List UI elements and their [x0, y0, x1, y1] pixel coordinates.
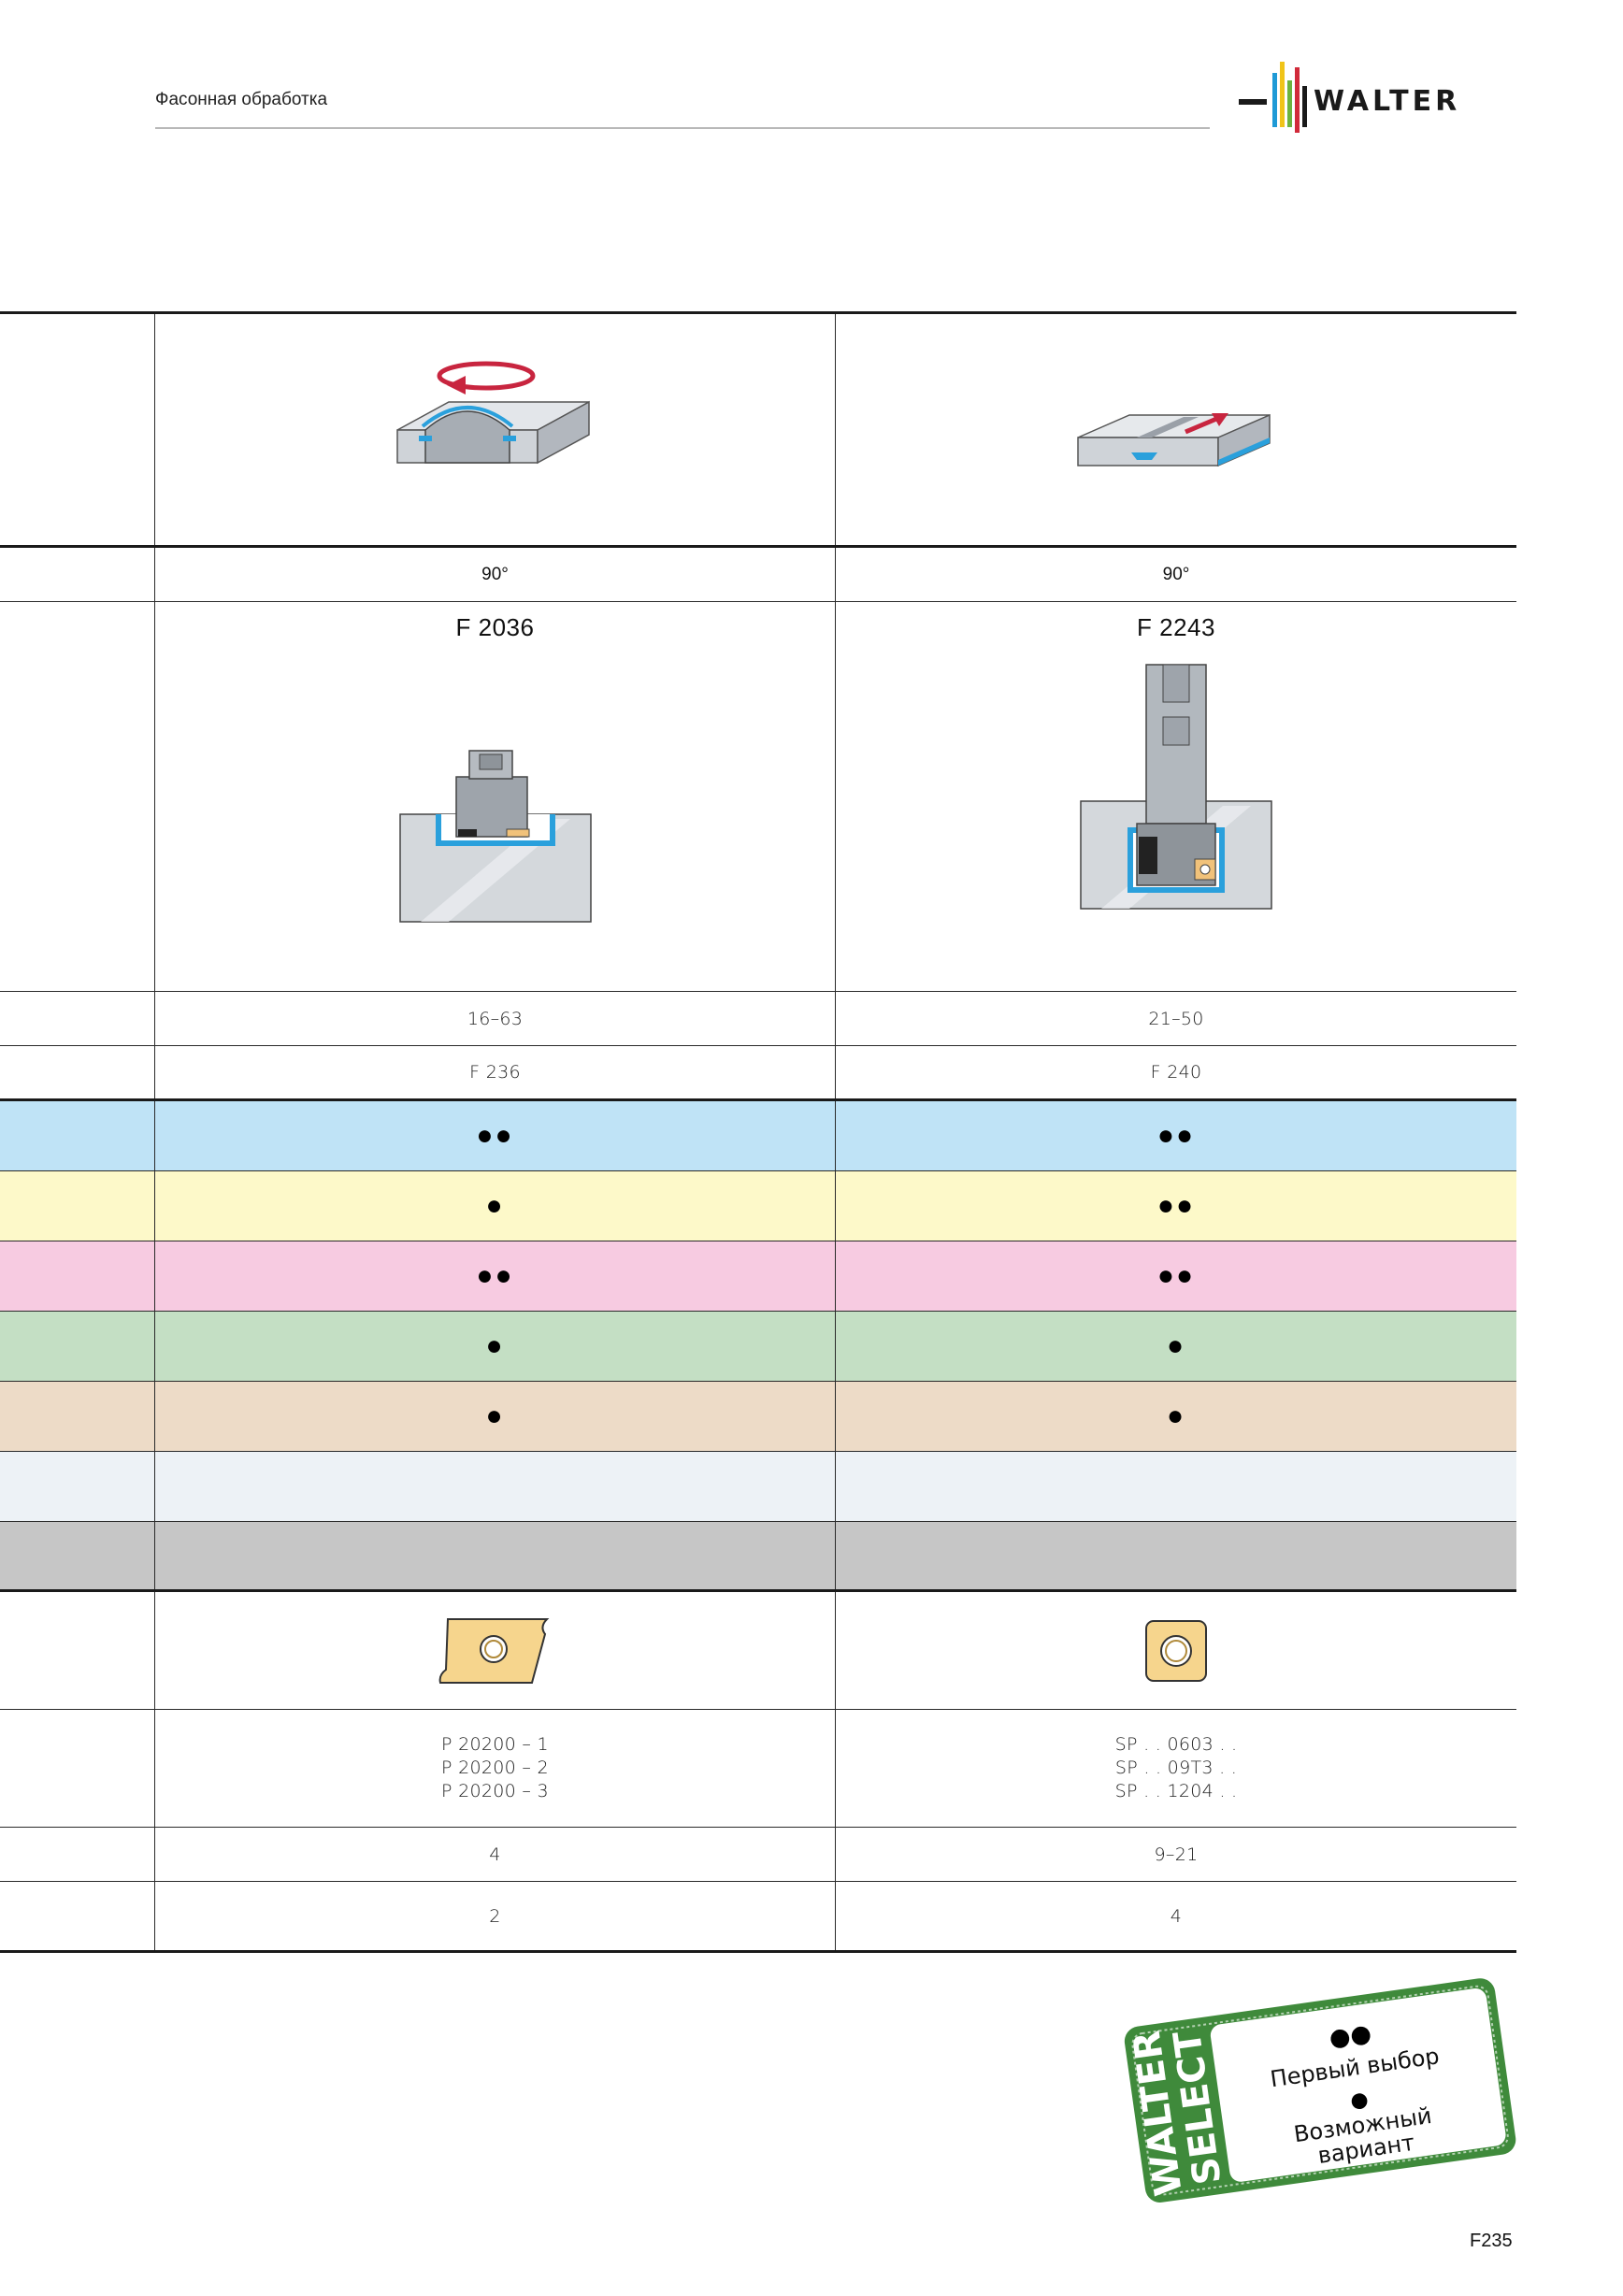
- walter-logo: WALTER: [1239, 62, 1460, 133]
- suitability-rating: ●: [155, 1171, 836, 1241]
- page-number: F235: [1470, 2231, 1513, 2251]
- value-cell: 4: [155, 1828, 836, 1881]
- row-label-cell: [0, 602, 155, 991]
- insert-p20200-icon: [438, 1617, 549, 1684]
- operation-illustration-1: [155, 314, 836, 545]
- row-label-cell: [0, 1101, 155, 1170]
- value-row-b: 2 4: [0, 1882, 1516, 1953]
- material-row-o: [0, 1522, 1516, 1592]
- suitability-rating: ●●: [1156, 1120, 1196, 1151]
- row-label-cell: [0, 1171, 155, 1241]
- row-label-cell: [0, 1710, 155, 1827]
- catalog-page-link[interactable]: F 240: [1150, 1062, 1202, 1083]
- material-row-p: ●● ●●: [0, 1101, 1516, 1171]
- suitability-rating: ●●: [155, 1101, 836, 1170]
- possible-symbol: ●: [1349, 2088, 1370, 2113]
- material-row-s: ● ●: [0, 1382, 1516, 1452]
- material-row-n: ● ●: [0, 1312, 1516, 1382]
- insert-shape-cell: [836, 1592, 1516, 1709]
- row-label-cell: [0, 992, 155, 1045]
- catalog-page-row: F 236 F 240: [0, 1046, 1516, 1101]
- diameter-row: 16–63 21–50: [0, 992, 1516, 1046]
- suitability-rating: [836, 1452, 1516, 1521]
- insert-shape-row: [0, 1592, 1516, 1710]
- row-label-cell: [0, 1241, 155, 1311]
- operation-row: [0, 314, 1516, 548]
- insert-shape-cell: [155, 1592, 836, 1709]
- insert-sp-square-icon: [1145, 1619, 1207, 1682]
- suitability-rating: ●: [155, 1382, 836, 1451]
- catalog-page-link[interactable]: F 236: [155, 1046, 836, 1098]
- diameter-range: 16–63: [155, 992, 836, 1045]
- angle-value: 90°: [1162, 564, 1190, 584]
- tool-model-name: F 2243: [1137, 613, 1215, 641]
- row-label-cell: [0, 1882, 155, 1950]
- suitability-rating: ●: [155, 1312, 836, 1381]
- tool-f2036-illustration: [398, 750, 592, 923]
- tslot-groove-illustration: [1077, 412, 1271, 466]
- suitability-rating: ●●: [155, 1241, 836, 1311]
- suitability-rating: ●: [1166, 1330, 1186, 1361]
- first-choice-symbol: ●●: [1328, 2019, 1373, 2053]
- operation-illustration-2: [836, 314, 1516, 545]
- tool-model-row: F 2036 F 2243: [0, 602, 1516, 992]
- header-divider: [155, 127, 1210, 129]
- suitability-rating: ●●: [1156, 1260, 1196, 1291]
- insert-designation-row: P 20200 – 1 P 20200 – 2 P 20200 – 3 SP .…: [0, 1710, 1516, 1828]
- row-label-cell: [0, 314, 155, 545]
- walter-select-legend: WALTER SELECT ●● Первый выбор ● Возможны…: [1124, 1978, 1516, 2203]
- tool-card: F 2036: [155, 602, 836, 991]
- suitability-rating: [836, 1522, 1516, 1589]
- tool-card: F 2243: [836, 602, 1516, 991]
- angle-row: 90° 90°: [0, 548, 1516, 602]
- insert-designation: SP . . 0603 . . SP . . 09T3 . . SP . . 1…: [1114, 1734, 1238, 1801]
- diameter-range: 21–50: [1148, 1008, 1204, 1029]
- suitability-rating: ●●: [1156, 1190, 1196, 1221]
- material-row-h: [0, 1452, 1516, 1522]
- row-label-cell: [0, 1452, 155, 1521]
- row-label-cell: [0, 1046, 155, 1098]
- angle-value: 90°: [155, 548, 836, 601]
- tool-f2243-illustration: [1080, 664, 1272, 910]
- suitability-rating: [155, 1522, 836, 1589]
- tool-model-name: F 2036: [455, 613, 535, 641]
- row-label-cell: [0, 1828, 155, 1881]
- material-row-m: ● ●●: [0, 1171, 1516, 1241]
- row-label-cell: [0, 548, 155, 601]
- value-cell: 9–21: [1154, 1844, 1199, 1865]
- table-top-rule: [0, 311, 1516, 314]
- value-cell: 4: [1170, 1905, 1183, 1927]
- value-cell: 2: [155, 1882, 836, 1950]
- material-row-k: ●● ●●: [0, 1241, 1516, 1312]
- row-label-cell: [0, 1312, 155, 1381]
- insert-designation: P 20200 – 1 P 20200 – 2 P 20200 – 3: [155, 1710, 836, 1827]
- circular-groove-illustration: [395, 361, 590, 464]
- tool-comparison-table: 90° 90° F 2036 F 2243: [0, 311, 1516, 1953]
- suitability-rating: ●: [1166, 1400, 1186, 1431]
- row-label-cell: [0, 1592, 155, 1709]
- suitability-rating: [155, 1452, 836, 1521]
- row-label-cell: [0, 1522, 155, 1589]
- page-section-title: Фасонная обработка: [155, 90, 328, 109]
- svg-text:WALTER: WALTER: [1314, 85, 1460, 118]
- row-label-cell: [0, 1382, 155, 1451]
- value-row-a: 4 9–21: [0, 1828, 1516, 1882]
